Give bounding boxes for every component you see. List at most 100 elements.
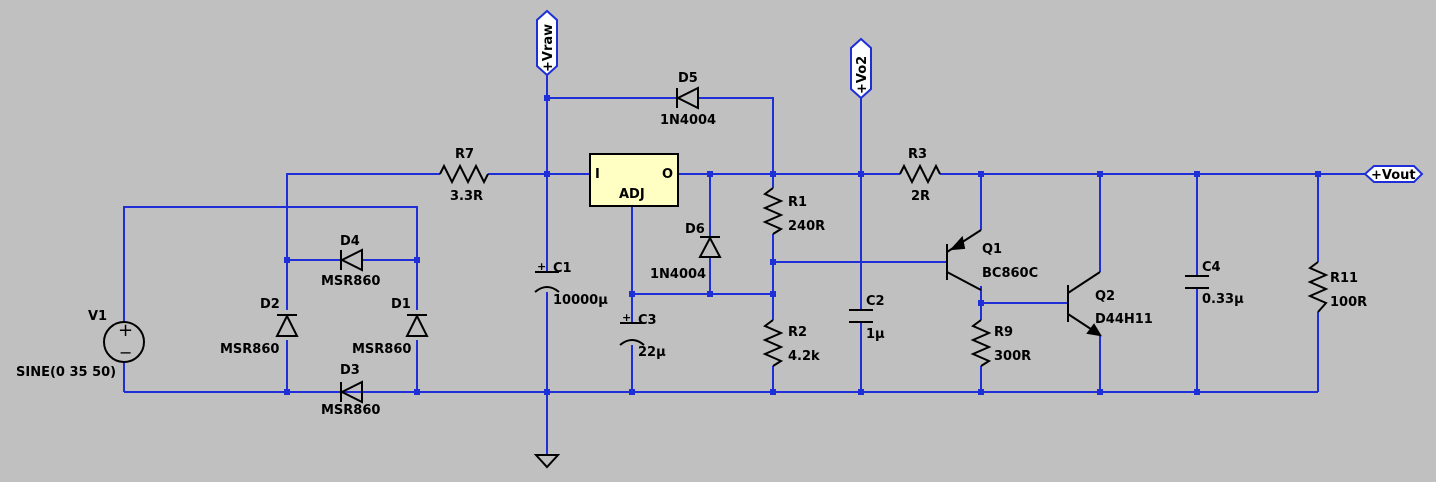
resistor-r9: R9 300R bbox=[970, 319, 1031, 367]
r2-ref: R2 bbox=[788, 325, 807, 340]
junction bbox=[1194, 171, 1200, 177]
d1-value: MSR860 bbox=[352, 342, 411, 357]
v1-source: + − V1 SINE(0 35 50) bbox=[16, 309, 145, 380]
junction bbox=[770, 291, 776, 297]
d4-value: MSR860 bbox=[321, 274, 380, 289]
r2-value: 4.2k bbox=[788, 349, 820, 364]
vout-label: +Vout bbox=[1371, 168, 1416, 183]
resistor-r2: R2 4.2k bbox=[762, 319, 820, 367]
diode-d1: D1 MSR860 bbox=[352, 297, 429, 357]
diode-d5: D5 1N4004 bbox=[660, 71, 716, 128]
junction bbox=[770, 171, 776, 177]
junction bbox=[544, 389, 550, 395]
transistor-q2: Q2 D44H11 bbox=[1067, 271, 1153, 337]
c2-ref: C2 bbox=[866, 294, 885, 309]
regulator-body bbox=[589, 153, 679, 207]
net-label-vout: +Vout bbox=[1363, 165, 1424, 183]
d3-value: MSR860 bbox=[321, 403, 380, 418]
junction bbox=[978, 389, 984, 395]
capacitor-c4: C4 0.33µ bbox=[1185, 260, 1244, 307]
vo2-flag bbox=[850, 37, 872, 100]
d4-ref: D4 bbox=[340, 234, 360, 249]
c3-value: 22µ bbox=[638, 345, 666, 360]
junction bbox=[629, 389, 635, 395]
d2-value: MSR860 bbox=[220, 342, 279, 357]
junction bbox=[707, 171, 713, 177]
vraw-label: +Vraw bbox=[541, 24, 556, 72]
vo2-label: +Vo2 bbox=[855, 56, 870, 94]
d1-ref: D1 bbox=[391, 297, 411, 312]
diode-d4: D4 MSR860 bbox=[321, 234, 380, 289]
junction bbox=[858, 171, 864, 177]
d3-ref: D3 bbox=[340, 363, 360, 378]
v1-value: SINE(0 35 50) bbox=[16, 365, 116, 380]
resistor-r11: R11 100R bbox=[1307, 261, 1367, 313]
c1-plus: + bbox=[537, 260, 546, 273]
resistor-r1: R1 240R bbox=[762, 187, 825, 235]
junction bbox=[544, 95, 550, 101]
wire-d5 bbox=[547, 97, 774, 174]
d2-ref: D2 bbox=[260, 297, 280, 312]
diode-d6: D6 1N4004 bbox=[650, 222, 722, 282]
junction bbox=[544, 171, 550, 177]
junction bbox=[284, 257, 290, 263]
d5-ref: D5 bbox=[678, 71, 698, 86]
junction bbox=[978, 171, 984, 177]
regulator-pin-in: I bbox=[595, 167, 600, 182]
d6-ref: D6 bbox=[685, 222, 705, 237]
junction bbox=[1315, 171, 1321, 177]
q1-ref: Q1 bbox=[982, 242, 1002, 257]
capacitor-c2: C2 1µ bbox=[849, 294, 885, 342]
junction bbox=[414, 389, 420, 395]
c4-ref: C4 bbox=[1202, 260, 1221, 275]
junction bbox=[1194, 389, 1200, 395]
r9-ref: R9 bbox=[994, 325, 1013, 340]
vraw-flag bbox=[536, 9, 558, 77]
regulator-lm317: I O ADJ bbox=[589, 153, 679, 207]
net-label-vraw: +Vraw bbox=[536, 9, 558, 77]
d5-value: 1N4004 bbox=[660, 113, 716, 128]
ground-symbol bbox=[533, 454, 561, 469]
r11-value: 100R bbox=[1330, 295, 1367, 310]
vout-flag bbox=[1363, 165, 1424, 183]
diode-d2: D2 MSR860 bbox=[220, 297, 299, 357]
v1-minus: − bbox=[119, 343, 132, 362]
q1-value: BC860C bbox=[982, 266, 1038, 281]
r3-ref: R3 bbox=[908, 147, 927, 162]
r7-ref: R7 bbox=[455, 147, 474, 162]
v1-ref: V1 bbox=[88, 309, 107, 324]
c1-ref: C1 bbox=[553, 261, 572, 276]
r1-value: 240R bbox=[788, 219, 825, 234]
junctions bbox=[284, 95, 1321, 395]
c4-value: 0.33µ bbox=[1202, 292, 1244, 307]
diode-d3: D3 MSR860 bbox=[321, 363, 380, 418]
r11-ref: R11 bbox=[1330, 271, 1358, 286]
junction bbox=[629, 291, 635, 297]
junction bbox=[858, 389, 864, 395]
q2-ref: Q2 bbox=[1095, 289, 1115, 304]
r9-value: 300R bbox=[994, 349, 1031, 364]
r3-value: 2R bbox=[911, 189, 930, 204]
capacitor-c3: + C3 22µ bbox=[619, 311, 666, 360]
net-label-vo2: +Vo2 bbox=[850, 37, 872, 100]
c3-plus: + bbox=[622, 311, 631, 324]
transistor-q1: Q1 BC860C bbox=[946, 229, 1038, 291]
wires bbox=[123, 75, 1365, 455]
regulator-pin-out: O bbox=[662, 167, 673, 182]
junction bbox=[414, 257, 420, 263]
junction bbox=[707, 291, 713, 297]
wire-d2 bbox=[286, 173, 440, 392]
junction bbox=[770, 389, 776, 395]
junction bbox=[1097, 389, 1103, 395]
resistor-r7: R7 3.3R bbox=[439, 147, 489, 204]
junction bbox=[978, 300, 984, 306]
c3-ref: C3 bbox=[638, 313, 657, 328]
c2-value: 1µ bbox=[866, 327, 885, 342]
junction bbox=[770, 259, 776, 265]
r1-ref: R1 bbox=[788, 195, 807, 210]
d6-value: 1N4004 bbox=[650, 267, 706, 282]
q2-value: D44H11 bbox=[1095, 312, 1153, 327]
r7-value: 3.3R bbox=[450, 189, 483, 204]
junction bbox=[1097, 171, 1103, 177]
